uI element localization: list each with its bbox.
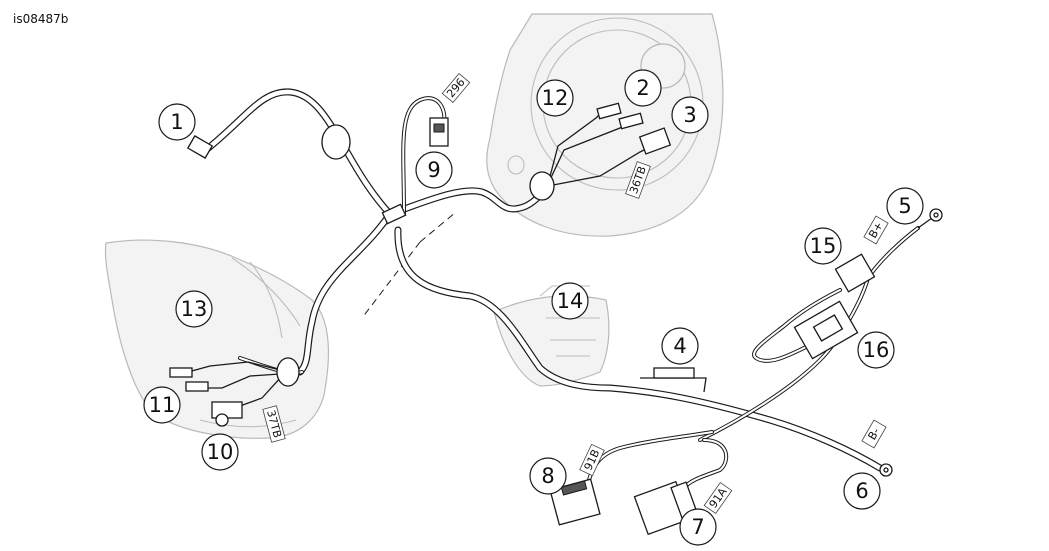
connector-3 (638, 127, 672, 155)
svg-text:5: 5 (898, 194, 911, 218)
callout-3: 3 (671, 96, 709, 134)
svg-text:13: 13 (181, 297, 208, 321)
svg-text:B-: B- (865, 426, 882, 442)
clip-center (381, 203, 407, 225)
wire-tag-296: 296 (441, 72, 471, 104)
svg-text:9: 9 (427, 158, 440, 182)
wire-tag-bplus: B+ (863, 215, 889, 245)
callout-10: 10 (201, 433, 239, 471)
figure-id: is08487b (13, 12, 69, 26)
headlamp-inner (199, 257, 301, 428)
connector-11b (185, 381, 209, 392)
svg-text:16: 16 (863, 338, 890, 362)
svg-text:15: 15 (810, 234, 837, 258)
svg-text:4: 4 (673, 334, 686, 358)
callout-1: 1 (158, 103, 196, 141)
connector-4 (653, 367, 695, 379)
grommet-upper-left (321, 124, 351, 160)
grommet-headlamp (276, 357, 300, 387)
callout-12: 12 (536, 79, 574, 117)
svg-text:11: 11 (149, 393, 176, 417)
callout-14: 14 (551, 282, 589, 320)
callout-11: 11 (143, 386, 181, 424)
callout-8: 8 (529, 457, 567, 495)
callout-16: 16 (857, 331, 895, 369)
ring-terminal-bplus (917, 217, 933, 229)
connector-11a (169, 367, 193, 378)
svg-text:3: 3 (683, 103, 696, 127)
svg-text:14: 14 (557, 289, 584, 313)
routing-guide-right (419, 211, 457, 243)
wire-tag-91a: 91A (703, 481, 733, 515)
connector-1 (186, 135, 214, 159)
connector-8-cap (560, 480, 588, 496)
svg-text:8: 8 (541, 464, 554, 488)
svg-text:1: 1 (170, 110, 183, 134)
callout-5: 5 (886, 187, 924, 225)
connector-10 (211, 401, 243, 419)
wire-tag-37tb: 37TB (262, 405, 286, 443)
connector-2 (618, 112, 644, 130)
grommets (276, 124, 555, 387)
connector-12 (596, 102, 622, 120)
callout-9: 9 (415, 151, 453, 189)
svg-text:7: 7 (691, 515, 704, 539)
grommet-gauge (529, 171, 555, 201)
svg-text:12: 12 (542, 86, 569, 110)
connector-15 (834, 253, 876, 293)
ring-terminal-6-hole (883, 467, 889, 473)
callout-2: 2 (624, 69, 662, 107)
svg-text:2: 2 (636, 76, 649, 100)
wire-tag-bminus: B- (861, 419, 887, 449)
callout-6: 6 (843, 472, 881, 510)
connector-9-inner (433, 123, 445, 133)
connector-16-cap (812, 314, 844, 342)
svg-text:10: 10 (207, 440, 234, 464)
gauge-stud (507, 155, 525, 175)
wire-tag-91b: 91B (579, 443, 605, 477)
callout-13: 13 (175, 290, 213, 328)
connector-10-plug (215, 413, 229, 427)
routing-guide-left (361, 241, 421, 319)
ring-terminal-5-hole (933, 212, 939, 218)
callout-4: 4 (661, 327, 699, 365)
callout-7: 7 (679, 508, 717, 546)
callout-15: 15 (804, 227, 842, 265)
svg-text:6: 6 (855, 479, 868, 503)
